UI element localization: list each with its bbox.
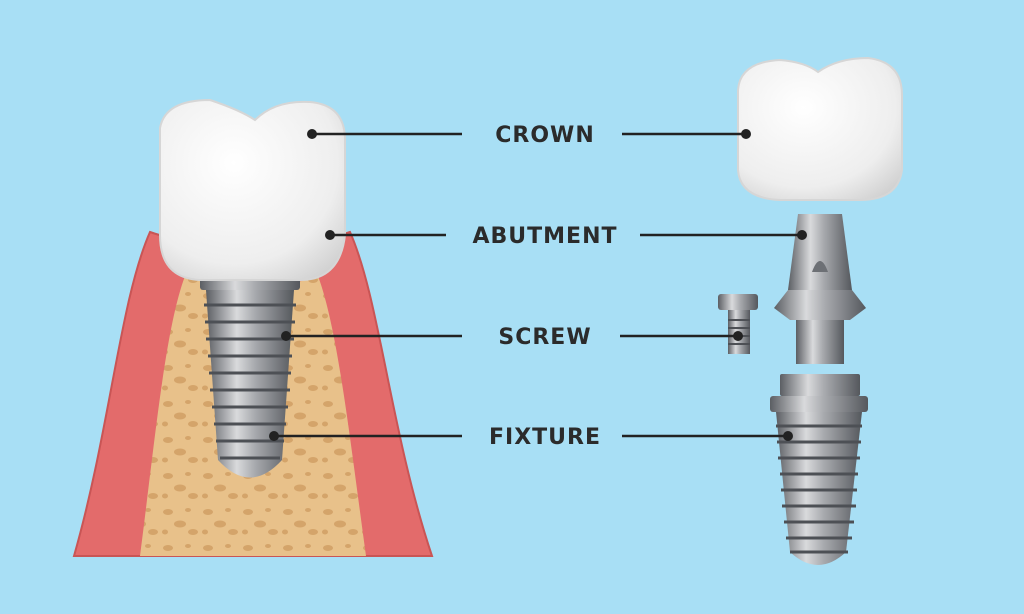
screw-dot-left [281,331,291,341]
fixture-component [770,374,868,565]
crown-dot-left [307,129,317,139]
fixture-dot-left [269,431,279,441]
abutment-dot-right [797,230,807,240]
implant-in-jaw [74,100,432,556]
screw-dot-right [733,331,743,341]
fixture-dot-right [783,431,793,441]
abutment-dot-left [325,230,335,240]
abutment-label: ABUTMENT [472,224,617,249]
fixture-label: FIXTURE [489,425,601,450]
crown-on-implant [160,100,345,280]
crown-dot-right [741,129,751,139]
screw-component [718,294,758,354]
abutment-component [774,214,866,364]
screw-label: SCREW [498,325,591,350]
crown-label: CROWN [495,123,594,148]
crown-component [738,58,902,200]
